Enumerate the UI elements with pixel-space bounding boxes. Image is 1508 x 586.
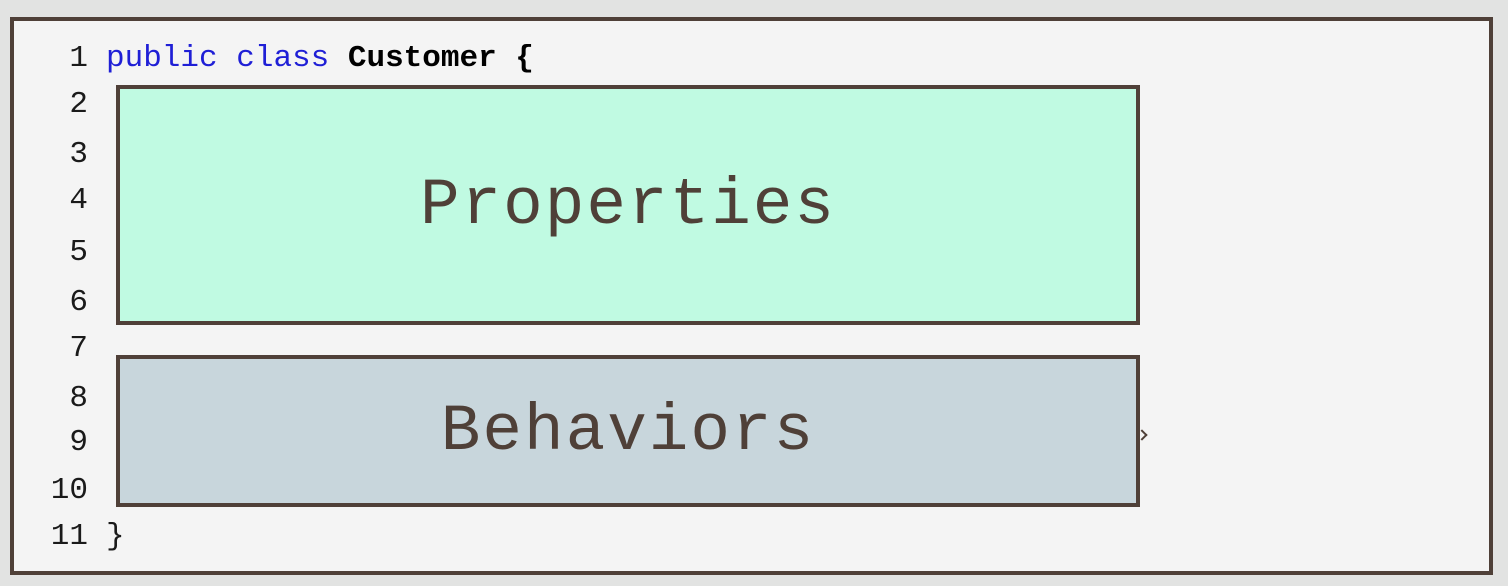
code-line-class-declaration: public class Customer { [106, 43, 534, 74]
properties-label: Properties [419, 167, 837, 243]
line-number: 6 [69, 285, 88, 320]
keyword-public: public [106, 41, 218, 76]
class-name: Customer [347, 41, 497, 76]
line-number: 9 [69, 425, 88, 460]
line-number: 5 [69, 235, 88, 270]
line-number: 11 [50, 519, 88, 554]
properties-box: Properties [116, 85, 1140, 325]
code-frame: 1 2 3 4 5 6 7 8 9 10 11 public class Cus… [10, 17, 1493, 575]
code-listing: 1 2 3 4 5 6 7 8 9 10 11 public class Cus… [14, 21, 1489, 571]
line-number: 8 [69, 381, 88, 416]
line-number: 7 [69, 331, 88, 366]
line-number: 10 [50, 473, 88, 508]
behaviors-box: Behaviors [116, 355, 1140, 507]
line-number: 2 [69, 87, 88, 122]
line-number: 4 [69, 183, 88, 218]
behaviors-label: Behaviors [440, 393, 816, 469]
code-line-close-brace: } [106, 521, 125, 552]
line-number: 1 [69, 41, 88, 76]
keyword-class: class [236, 41, 330, 76]
close-brace: } [106, 519, 125, 554]
line-number: 3 [69, 137, 88, 172]
open-brace: { [515, 41, 534, 76]
